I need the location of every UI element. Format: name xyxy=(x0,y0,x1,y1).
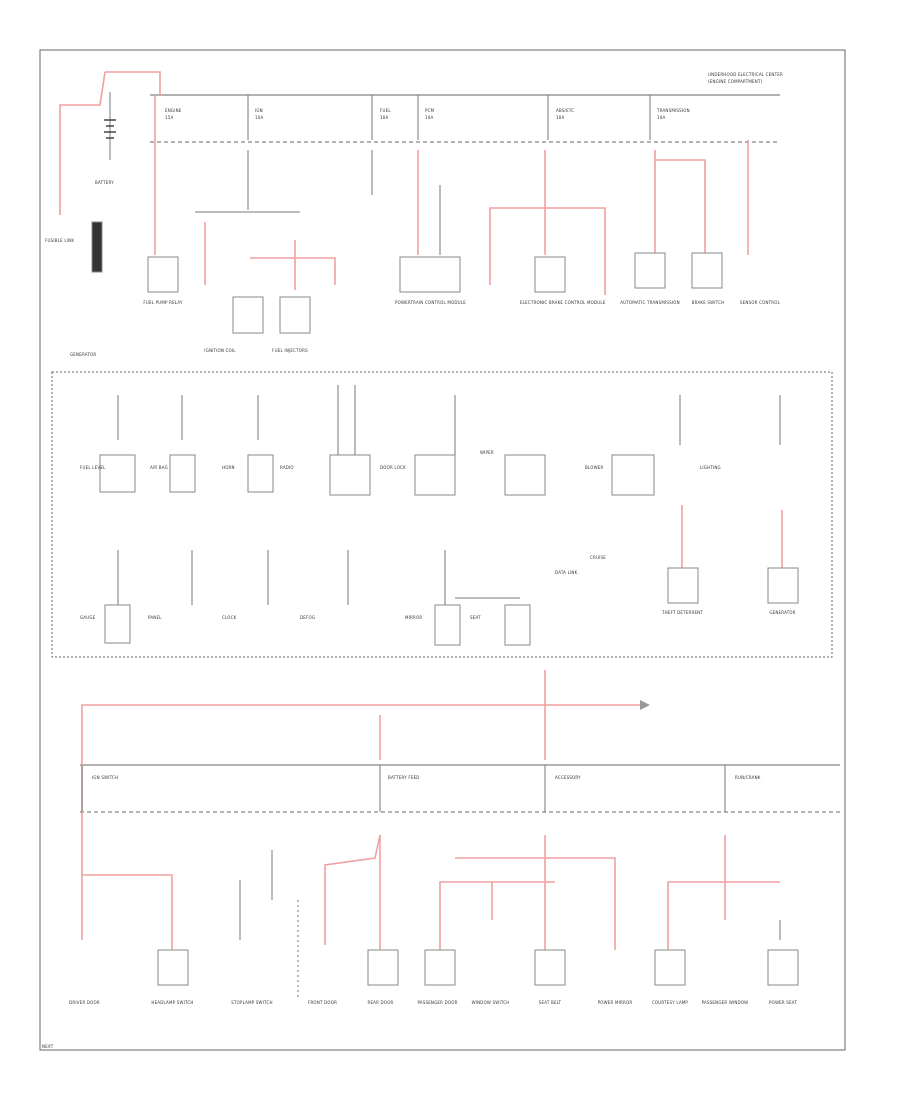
mid-label: MIRROR xyxy=(405,615,423,620)
component-label: WINDOW SWITCH xyxy=(471,1000,510,1005)
fuse-amps: 10A xyxy=(380,115,389,120)
component-label: THEFT DETERRENT xyxy=(661,610,704,615)
mid-label: DEFOG xyxy=(300,615,316,620)
component-mid-6 xyxy=(504,454,546,496)
mid-label: WIPER xyxy=(480,450,494,455)
component-label: POWER MIRROR xyxy=(597,1000,633,1005)
fuse-amps: 10A xyxy=(556,115,565,120)
component-ignition-coil-2 xyxy=(279,296,311,334)
component-mid-4 xyxy=(329,454,371,496)
component-label: GENERATOR xyxy=(769,610,796,615)
generator-label-top: GENERATOR xyxy=(70,352,97,357)
fuse-label: PCM xyxy=(425,108,435,113)
fuse-label: FUEL xyxy=(380,108,391,113)
component-mid-3 xyxy=(247,454,274,493)
component-label: FUEL PUMP RELAY xyxy=(143,300,183,305)
component-label: AUTOMATIC TRANSMISSION xyxy=(620,300,680,305)
fuse-amps: 15A xyxy=(165,115,174,120)
component-ignition-coil-1 xyxy=(232,296,264,334)
mid-label: SEAT xyxy=(470,615,481,620)
fuse-label: RUN/CRANK xyxy=(735,775,761,780)
underhood-box-label: UNDERHOOD ELECTRICAL CENTER xyxy=(708,72,783,77)
fuse-label: BATTERY FEED xyxy=(388,775,420,780)
fuse-label: TRANSMISSION xyxy=(657,108,690,113)
component-label: POWER SEAT xyxy=(768,1000,798,1005)
component-label: REAR DOOR xyxy=(367,1000,394,1005)
component-label: FRONT DOOR xyxy=(307,1000,338,1005)
component-rear-door xyxy=(424,949,456,986)
component-mid-10 xyxy=(504,604,531,646)
component-label: ELECTRONIC BRAKE CONTROL MODULE xyxy=(520,300,606,305)
component-mid-7 xyxy=(611,454,655,496)
component-label: PASSENGER WINDOW xyxy=(701,1000,749,1005)
mid-label: DOOR LOCK xyxy=(380,465,406,470)
component-mid-8 xyxy=(104,604,131,644)
mid-label: FUEL LEVEL xyxy=(80,465,106,470)
component-label: FUEL INJECTORS xyxy=(272,348,308,353)
component-label: PASSENGER DOOR xyxy=(417,1000,458,1005)
component-power-seat xyxy=(767,949,799,986)
component-label: SENSOR CONTROL xyxy=(739,300,781,305)
fusible-link xyxy=(91,221,103,273)
component-label: BRAKE SWITCH xyxy=(691,300,725,305)
mid-label: DATA LINK xyxy=(555,570,578,575)
component-ebcm xyxy=(534,256,566,293)
component-pcm xyxy=(399,256,461,293)
mid-label: AIR BAG xyxy=(150,465,168,470)
component-front-door xyxy=(367,949,399,986)
fuse-amps: 10A xyxy=(657,115,666,120)
mid-label: CLOCK xyxy=(222,615,237,620)
component-label: STOPLAMP SWITCH xyxy=(231,1000,273,1005)
component-fuel-pump-relay xyxy=(147,256,179,293)
mid-label: BLOWER xyxy=(585,465,604,470)
component-mid-5 xyxy=(414,454,456,496)
mid-label: PANEL xyxy=(148,615,162,620)
fuse-amps: 10A xyxy=(425,115,434,120)
component-label: HEADLAMP SWITCH xyxy=(151,1000,194,1005)
underhood-box-label-2: (ENGINE COMPARTMENT) xyxy=(708,79,763,84)
component-mid-9 xyxy=(434,604,461,646)
fusible-link-label: FUSIBLE LINK xyxy=(45,238,75,243)
footer-label: NEXT xyxy=(42,1044,54,1049)
mid-label: GAUGE xyxy=(80,615,96,620)
component-power-mirror xyxy=(654,949,686,986)
mid-label: HORN xyxy=(222,465,235,470)
mid-label: RADIO xyxy=(280,465,294,470)
component-automatic-transmission xyxy=(634,252,666,289)
component-mid-1 xyxy=(99,454,136,493)
component-label: COURTESY LAMP xyxy=(651,1000,689,1005)
component-window-switch xyxy=(534,949,566,986)
component-headlamp-switch xyxy=(157,949,189,986)
component-label: SEAT BELT xyxy=(538,1000,562,1005)
fuse-label: ACCESSORY xyxy=(555,775,581,780)
mid-label: LIGHTING xyxy=(700,465,721,470)
battery-cable xyxy=(59,71,106,215)
fuse-label: IGN xyxy=(255,108,263,113)
component-brake-switch xyxy=(691,252,723,289)
component-generator xyxy=(767,567,799,604)
battery-label: BATTERY xyxy=(95,180,114,185)
component-theft-deterrent xyxy=(667,567,699,604)
fuse-label: IGN SWITCH xyxy=(92,775,119,780)
component-label: IGNITION COIL xyxy=(204,348,236,353)
component-mid-2 xyxy=(169,454,196,493)
mid-label: CRUISE xyxy=(590,555,606,560)
diagram-frame xyxy=(39,49,846,1051)
fuse-label: ENGINE xyxy=(165,108,182,113)
component-label: DRIVER DOOR xyxy=(69,1000,100,1005)
battery-feed-wire xyxy=(105,71,161,95)
mid-section-frame xyxy=(51,371,833,658)
main-feed-wire xyxy=(81,704,640,940)
component-label: POWERTRAIN CONTROL MODULE xyxy=(395,300,466,305)
fuse-amps: 10A xyxy=(255,115,264,120)
fuse-label: ABS/ETC xyxy=(556,108,575,113)
